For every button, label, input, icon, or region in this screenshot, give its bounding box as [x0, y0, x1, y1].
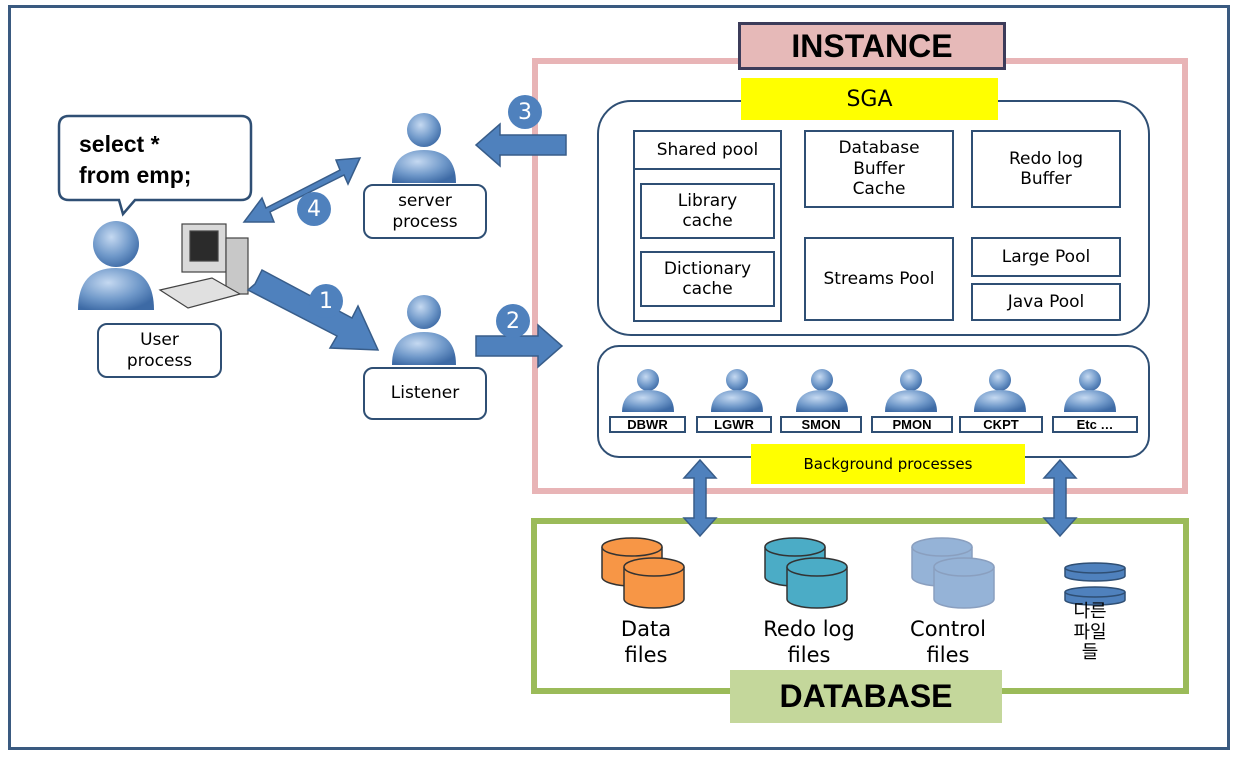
server-process-box: server process [363, 184, 487, 239]
redo-log-files-icon [764, 537, 848, 609]
background-processes-label: Background processes [751, 444, 1025, 484]
process-pmon: PMON [871, 416, 953, 433]
sql-query-text: select * from emp; [79, 131, 192, 189]
user-with-computer-icon [78, 221, 249, 310]
process-dbwr: DBWR [609, 416, 686, 433]
person-icon-dbwr [622, 369, 674, 412]
large-pool: Large Pool [971, 237, 1121, 277]
person-icon-ckpt [974, 369, 1026, 412]
background-processes-container [597, 345, 1150, 458]
person-icon-smon [796, 369, 848, 412]
arrow-step-3 [474, 122, 567, 168]
step-4-badge: 4 [297, 192, 331, 226]
computer-icon [158, 223, 249, 309]
listener-icon [392, 295, 456, 365]
streams-pool: Streams Pool [804, 237, 954, 321]
library-cache: Library cache [640, 183, 775, 239]
process-smon: SMON [780, 416, 862, 433]
background-process-icons [622, 369, 1116, 412]
sga-label: SGA [741, 78, 998, 120]
control-files-label: Control files [910, 617, 986, 668]
server-process-icon [392, 113, 456, 183]
dictionary-cache: Dictionary cache [640, 251, 775, 307]
process-ckpt: CKPT [959, 416, 1043, 433]
arrow-step-2 [475, 323, 564, 369]
person-icon-etc [1064, 369, 1116, 412]
diagram-frame [8, 5, 1230, 750]
sql-speech-bubble [57, 114, 253, 217]
user-process-box: User process [97, 323, 222, 378]
arrow-step-4 [242, 157, 362, 223]
redo-log-files-label: Redo log files [763, 617, 855, 668]
database-title: DATABASE [730, 670, 1002, 723]
java-pool: Java Pool [971, 283, 1121, 321]
instance-title: INSTANCE [738, 22, 1006, 70]
redo-log-buffer: Redo log Buffer [971, 130, 1121, 208]
process-etc: Etc … [1052, 416, 1138, 433]
database-buffer-cache: Database Buffer Cache [804, 130, 954, 208]
other-files-icon [1064, 562, 1126, 606]
double-arrow-right [1042, 458, 1078, 538]
person-icon-pmon [885, 369, 937, 412]
data-files-label: Data files [620, 617, 672, 668]
step-3-badge: 3 [508, 95, 542, 129]
shared-pool-label: Shared pool [633, 130, 782, 170]
listener-box: Listener [363, 367, 487, 420]
data-files-icon [601, 537, 685, 609]
user-icon [78, 221, 154, 310]
other-files-label: 다른 파일 들 [1073, 601, 1107, 664]
step-2-badge: 2 [496, 304, 530, 338]
double-arrow-left [682, 458, 718, 538]
process-lgwr: LGWR [696, 416, 772, 433]
person-icon-lgwr [711, 369, 763, 412]
step-1-badge: 1 [309, 284, 343, 318]
control-files-icon [911, 537, 995, 609]
